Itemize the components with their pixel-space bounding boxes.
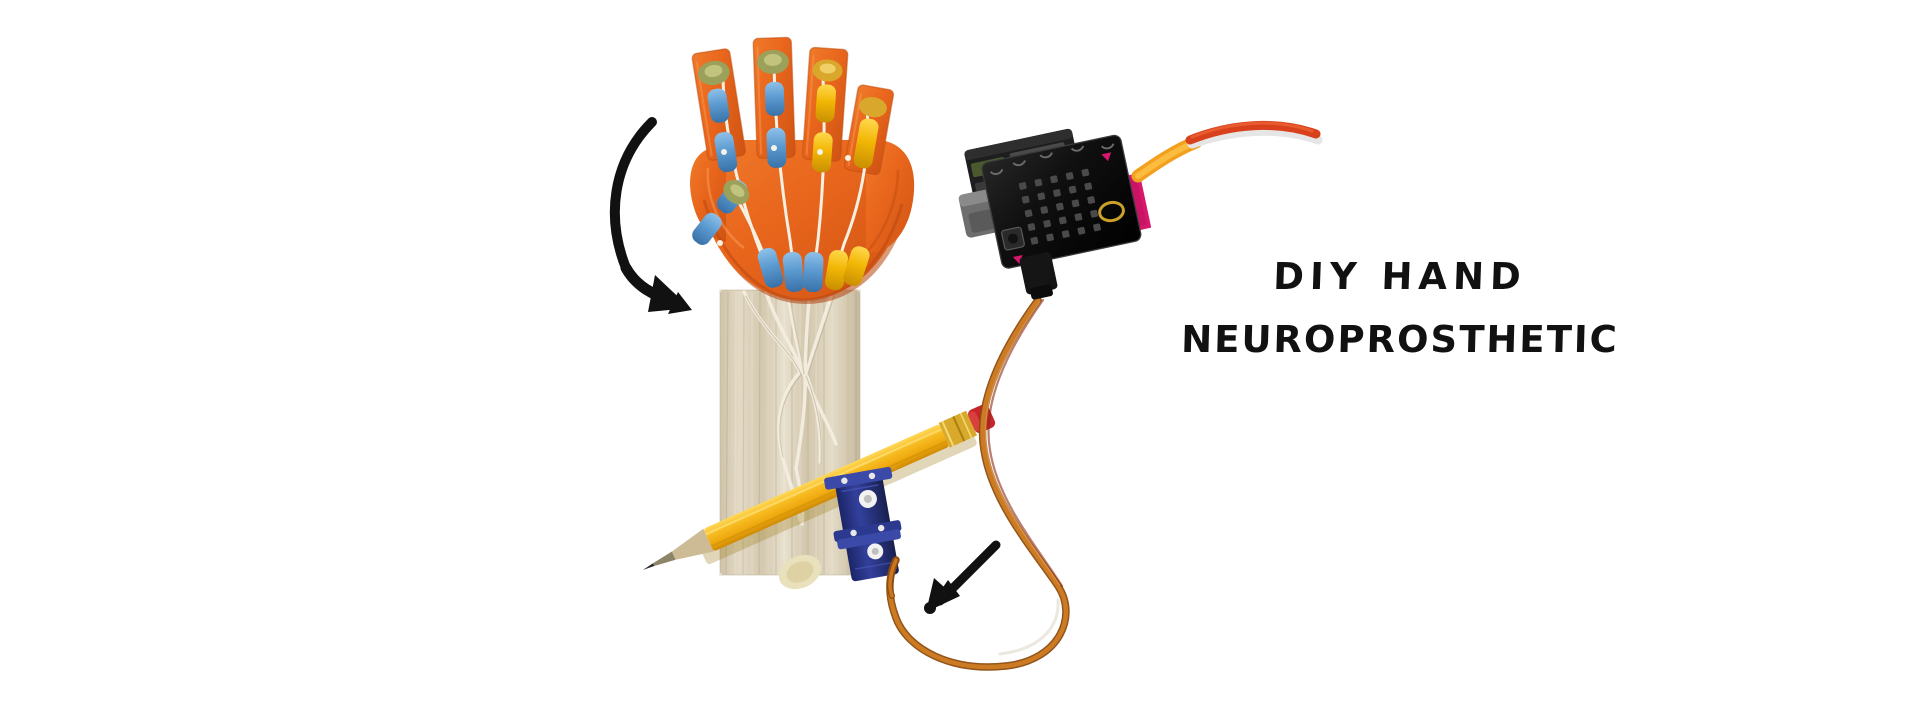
arrow-to-servo: [924, 540, 1001, 614]
cable-bundle: [886, 296, 1070, 671]
caption-block: DIY HAND NEUROPROSTHETIC: [1180, 255, 1620, 361]
servo-lower: [837, 529, 901, 582]
caption-line-1: DIY HAND: [1272, 255, 1528, 298]
tendon-strings: [742, 290, 838, 526]
microbit-board: [958, 128, 1152, 300]
servo-upper: [824, 466, 902, 542]
tape-blob: [778, 554, 822, 590]
fingertip-hardware: [697, 49, 887, 246]
tendon-string-shadows: [745, 295, 835, 465]
caption-line-2: NEUROPROSTHETIC: [1180, 318, 1620, 361]
cable-to-right: [1131, 120, 1323, 183]
arrow-to-hand: [609, 117, 692, 314]
straw-segments: [692, 81, 879, 293]
